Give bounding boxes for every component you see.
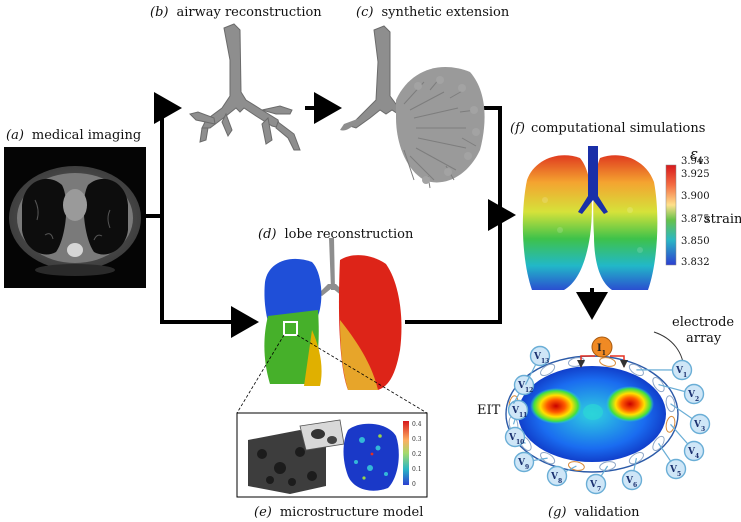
micro-tick-3: 0.1 xyxy=(412,466,422,473)
svg-text:(g)validation: (g)validation xyxy=(548,505,640,520)
strain-tick-2: 3.900 xyxy=(681,191,710,202)
zoom-box xyxy=(283,321,298,336)
voltage-label-3: V3 xyxy=(693,420,705,433)
voltage-node xyxy=(689,413,711,435)
voltage-node xyxy=(665,458,687,480)
electrode xyxy=(540,363,556,377)
voltage-label-7: V7 xyxy=(589,480,601,493)
airway-tree xyxy=(189,23,301,151)
panel-b-title: (b)airway reconstruction xyxy=(150,5,322,20)
panel-f-title: (f)computational simulations xyxy=(510,121,705,136)
voltage-label-1: V1 xyxy=(675,366,687,379)
micro-tick-1: 0.3 xyxy=(412,436,422,443)
micro-colorbar xyxy=(403,421,409,485)
panel-a-title: (a)medical imaging xyxy=(6,128,141,143)
voltage-label-2: V2 xyxy=(687,390,699,403)
svg-text:(d)lobe reconstruction: (d)lobe reconstruction xyxy=(258,227,414,242)
voltage-label-8: V8 xyxy=(550,472,562,485)
strain-tick-3: 3.875 xyxy=(681,214,710,225)
panel-g-title: (g)validation xyxy=(548,505,640,520)
lobe-model xyxy=(236,238,428,414)
voltage-node xyxy=(513,374,535,396)
voltage-node xyxy=(621,469,643,491)
voltage-node xyxy=(513,451,535,473)
svg-text:(e)microstructure model: (e)microstructure model xyxy=(254,505,423,520)
voltage-label-12: V12 xyxy=(517,381,533,394)
panel-d-title: (d)lobe reconstruction xyxy=(258,227,414,242)
voltage-label-10: V10 xyxy=(508,433,524,446)
voltage-label-5: V5 xyxy=(669,465,681,478)
eit-label: EIT xyxy=(477,403,501,418)
svg-text:(f)computational simulations: (f)computational simulations xyxy=(510,121,705,136)
panel-e-title: (e)microstructure model xyxy=(254,505,423,520)
voltage-label-4: V4 xyxy=(687,447,699,460)
voltage-node xyxy=(546,465,568,487)
voltage-label-13: V13 xyxy=(533,352,549,365)
synthetic-airway-tree xyxy=(340,25,485,189)
micro-tick-0: 0.4 xyxy=(412,421,422,428)
svg-text:(b)airway reconstruction: (b)airway reconstruction xyxy=(150,5,322,20)
voltage-label-11: V11 xyxy=(511,406,527,419)
simulation-lungs xyxy=(522,146,658,290)
strain-tick-4: 3.850 xyxy=(681,236,710,247)
ct-scan-image xyxy=(4,147,146,288)
voltage-node xyxy=(507,399,529,421)
voltage-node xyxy=(504,426,526,448)
voltage-label-9: V9 xyxy=(517,458,529,471)
strain-tick-5: 3.832 xyxy=(681,257,710,268)
svg-text:(a)medical imaging: (a)medical imaging xyxy=(6,128,141,143)
voltage-node xyxy=(671,359,693,381)
svg-text:(c)synthetic extension: (c)synthetic extension xyxy=(356,5,510,20)
panel-c-title: (c)synthetic extension xyxy=(356,5,510,20)
strain-tick-1: 3.925 xyxy=(681,169,710,180)
voltage-node xyxy=(683,440,705,462)
current-source: I1 xyxy=(577,336,628,368)
voltage-node xyxy=(585,473,607,495)
strain-symbol: εv xyxy=(690,145,703,167)
electrode xyxy=(599,357,616,367)
voltage-label-6: V6 xyxy=(625,476,637,489)
microstructure-panel: 0.4 0.3 0.2 0.1 0 xyxy=(236,412,428,498)
strain-colorbar: 3.943 3.925 3.900 3.875 3.850 3.832 εv strain xyxy=(665,145,741,268)
svg-text:I1: I1 xyxy=(597,343,606,357)
strain-tick-0: 3.943 xyxy=(681,156,710,167)
voltage-node xyxy=(529,345,551,367)
micro-tick-4: 0 xyxy=(412,481,416,488)
flow-arrows xyxy=(146,92,608,338)
electrode-label-1: electrode xyxy=(672,315,734,330)
voltage-node xyxy=(683,383,705,405)
micro-tick-2: 0.2 xyxy=(412,451,422,458)
strain-label: strain xyxy=(704,212,741,227)
electrode-label-2: array xyxy=(686,331,722,346)
